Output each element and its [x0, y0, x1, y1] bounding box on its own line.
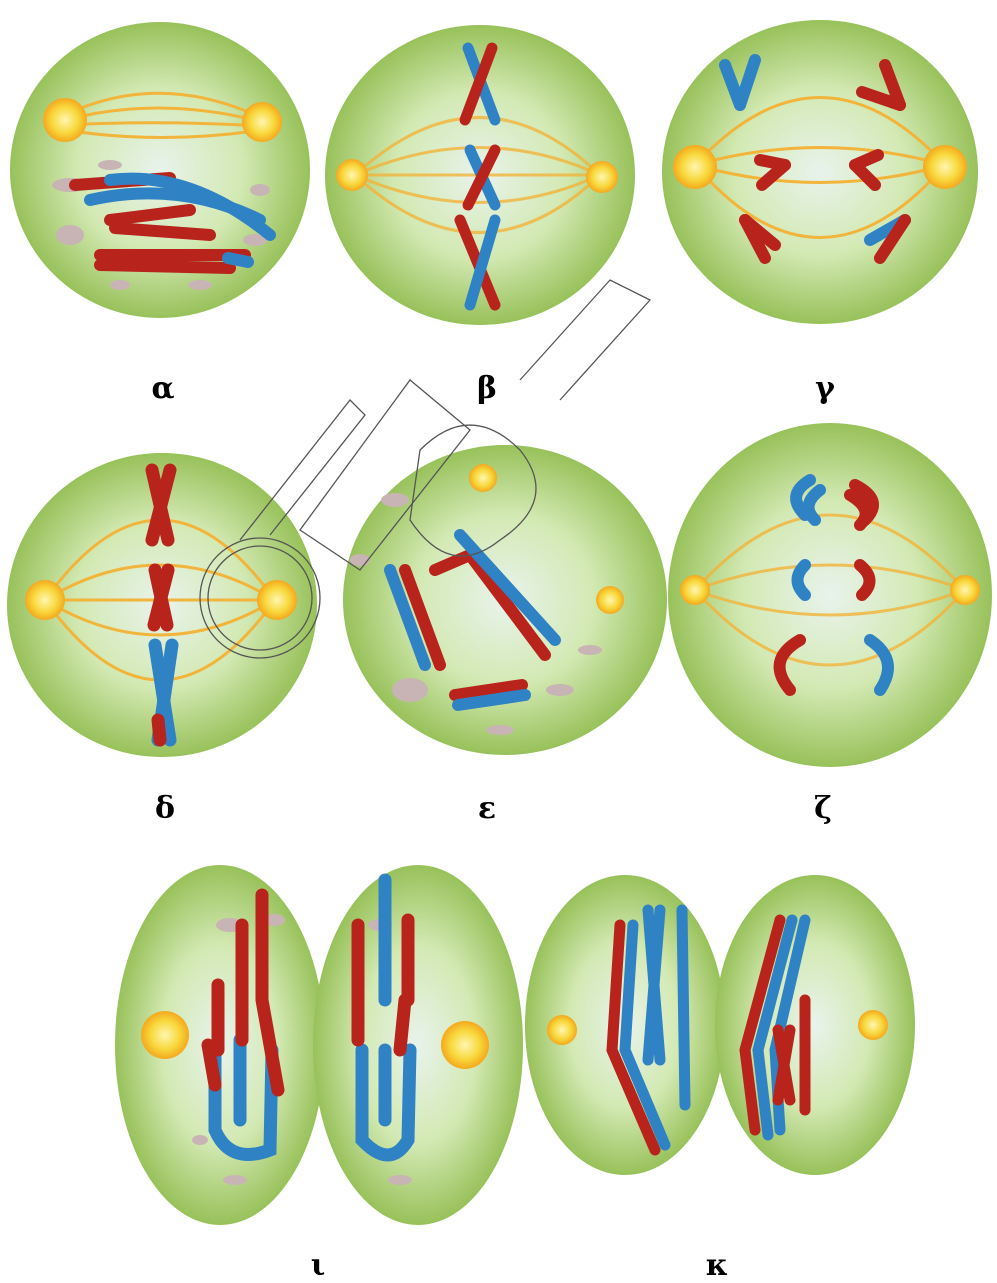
cell-alpha	[10, 22, 310, 318]
label-iota: ι	[311, 1248, 326, 1283]
cell-beta	[325, 25, 635, 325]
cell-gamma	[662, 20, 978, 324]
cell-iota	[115, 865, 523, 1225]
cell-delta	[7, 453, 317, 757]
label-epsilon: ε	[478, 791, 496, 826]
label-delta: δ	[155, 791, 175, 826]
cell-zeta	[668, 423, 992, 767]
label-kappa: κ	[706, 1248, 729, 1283]
label-gamma: γ	[815, 371, 835, 406]
label-zeta: ζ	[814, 791, 832, 826]
label-beta: β	[477, 371, 497, 406]
label-alpha: α	[151, 371, 174, 406]
cell-epsilon	[343, 445, 667, 755]
cell-kappa	[525, 875, 915, 1175]
